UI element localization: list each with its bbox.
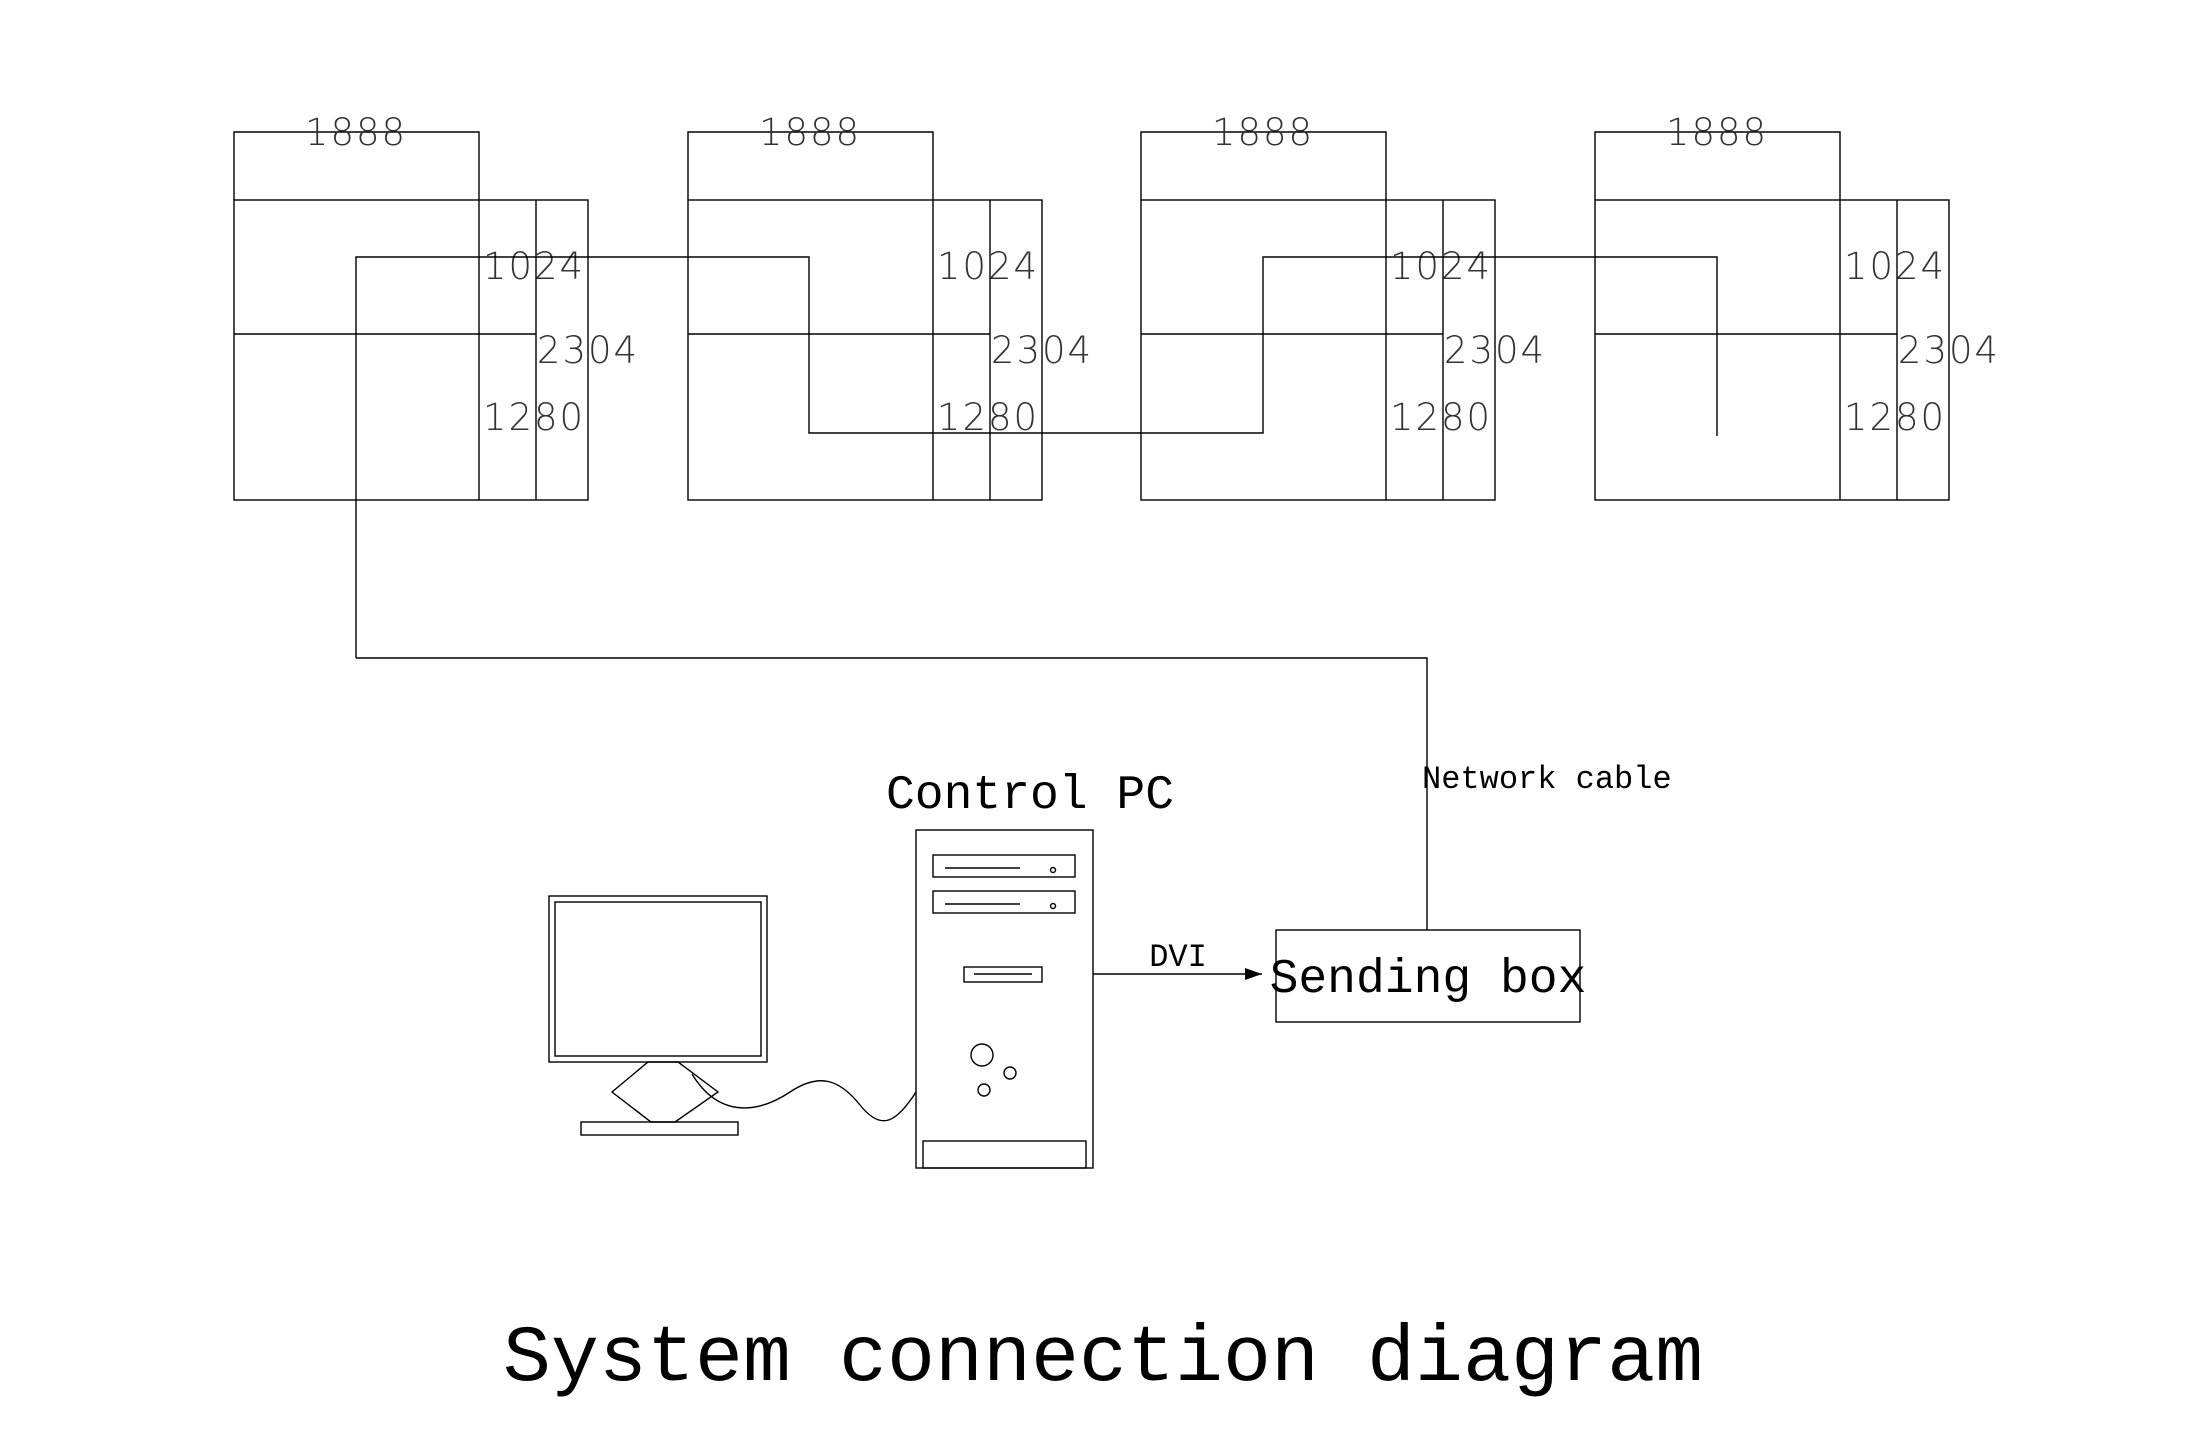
dimension-1024: 1024	[937, 245, 1039, 288]
dimension-1888: 1888	[1212, 111, 1314, 154]
dimension-2304: 2304	[537, 329, 639, 372]
network-cable	[356, 657, 1428, 930]
screen-cabinet-4: 1888 1024 2304 1280	[1594, 111, 2000, 501]
screen-cabinet-1: 1888 1024 2304 1280	[233, 111, 639, 501]
dimension-1024: 1024	[1844, 245, 1946, 288]
dimension-1024: 1024	[483, 245, 585, 288]
sending-box-label: Sending box	[1270, 953, 1587, 1007]
dimension-1280: 1280	[937, 396, 1039, 439]
dvi-label: DVI	[1149, 939, 1207, 976]
dimension-1888: 1888	[1666, 111, 1768, 154]
control-pc-label: Control PC	[886, 769, 1174, 823]
dimension-1888: 1888	[305, 111, 407, 154]
screen-cabinet-2: 1888 1024 2304 1280	[687, 111, 1093, 501]
dimension-2304: 2304	[991, 329, 1093, 372]
signal-cable-serpentine	[355, 256, 1718, 658]
dimension-1280: 1280	[1390, 396, 1492, 439]
network-cable-label: Network cable	[1422, 761, 1672, 798]
dimension-1888: 1888	[759, 111, 861, 154]
screen-cabinet-3: 1888 1024 2304 1280	[1140, 111, 1546, 501]
diagram-title: System connection diagram	[503, 1314, 1703, 1405]
sending-box: Sending box	[1270, 929, 1587, 1023]
monitor-cable	[691, 1073, 917, 1122]
dimension-2304: 2304	[1898, 329, 2000, 372]
pc-tower-icon	[915, 829, 1094, 1169]
dimension-2304: 2304	[1444, 329, 1546, 372]
dvi-arrowhead	[1245, 968, 1262, 980]
dimension-1280: 1280	[1844, 396, 1946, 439]
dimension-1280: 1280	[483, 396, 585, 439]
dimension-1024: 1024	[1390, 245, 1492, 288]
monitor-icon	[548, 895, 768, 1136]
